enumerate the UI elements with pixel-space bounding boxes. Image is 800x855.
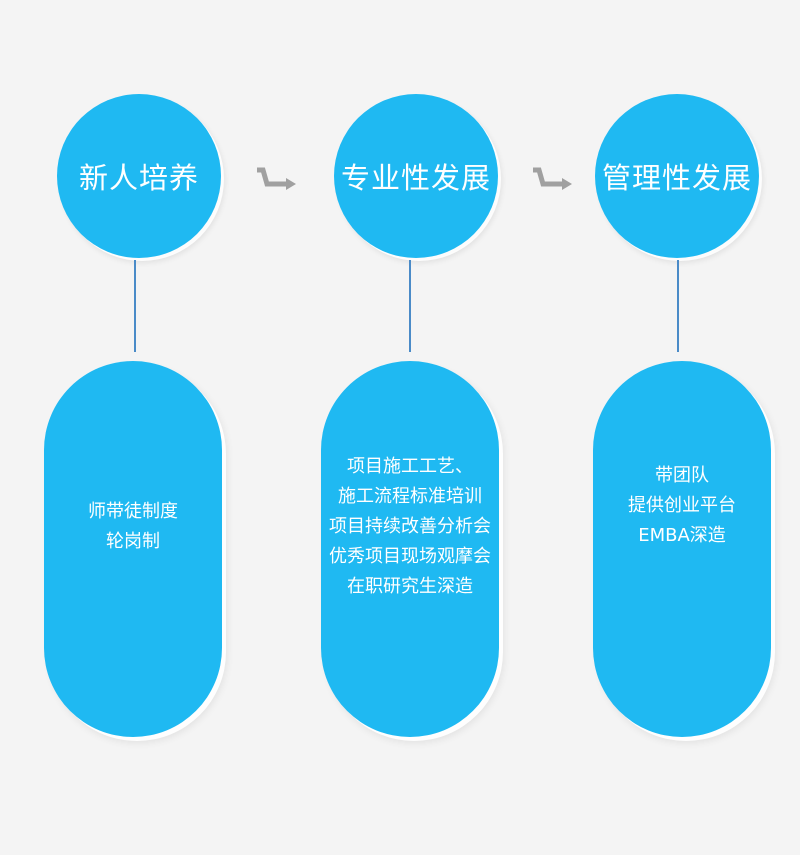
stage-1-connector <box>134 260 136 352</box>
stage-3-title: 管理性发展 <box>601 161 752 195</box>
arrow-right-icon <box>257 167 296 190</box>
arrow-right-icon <box>533 167 572 190</box>
stage-2-circle: 专业性发展 <box>334 94 498 258</box>
stage-3-detail-line: 提供创业平台 <box>628 495 736 516</box>
stage-3-detail-pill: 带团队 提供创业平台 EMBA深造 <box>593 361 771 737</box>
stage-3-connector <box>677 260 679 352</box>
stage-2-connector <box>409 260 411 352</box>
stage-2-title: 专业性发展 <box>340 161 491 195</box>
stage-1-detail-pill: 师带徒制度 轮岗制 <box>44 361 222 737</box>
stage-3-detail-line: 带团队 <box>655 465 709 486</box>
stage-2-detail-line: 优秀项目现场观摩会 <box>329 546 491 567</box>
stage-3-detail-line: EMBA深造 <box>638 525 726 546</box>
stage-1-detail-line: 师带徒制度 <box>88 501 178 522</box>
stage-1-circle: 新人培养 <box>57 94 221 258</box>
stage-2-detail-pill: 项目施工工艺、 施工流程标准培训 项目持续改善分析会 优秀项目现场观摩会 在职研… <box>321 361 499 737</box>
stage-2-detail-line: 项目持续改善分析会 <box>329 516 491 537</box>
stage-2-detail-line: 项目施工工艺、 <box>347 456 473 477</box>
stage-1-detail-line: 轮岗制 <box>106 531 160 552</box>
stage-2-detail-line: 在职研究生深造 <box>347 576 473 597</box>
stage-1-title: 新人培养 <box>78 161 199 195</box>
stage-3-circle: 管理性发展 <box>595 94 759 258</box>
stage-2-detail-line: 施工流程标准培训 <box>338 486 482 507</box>
